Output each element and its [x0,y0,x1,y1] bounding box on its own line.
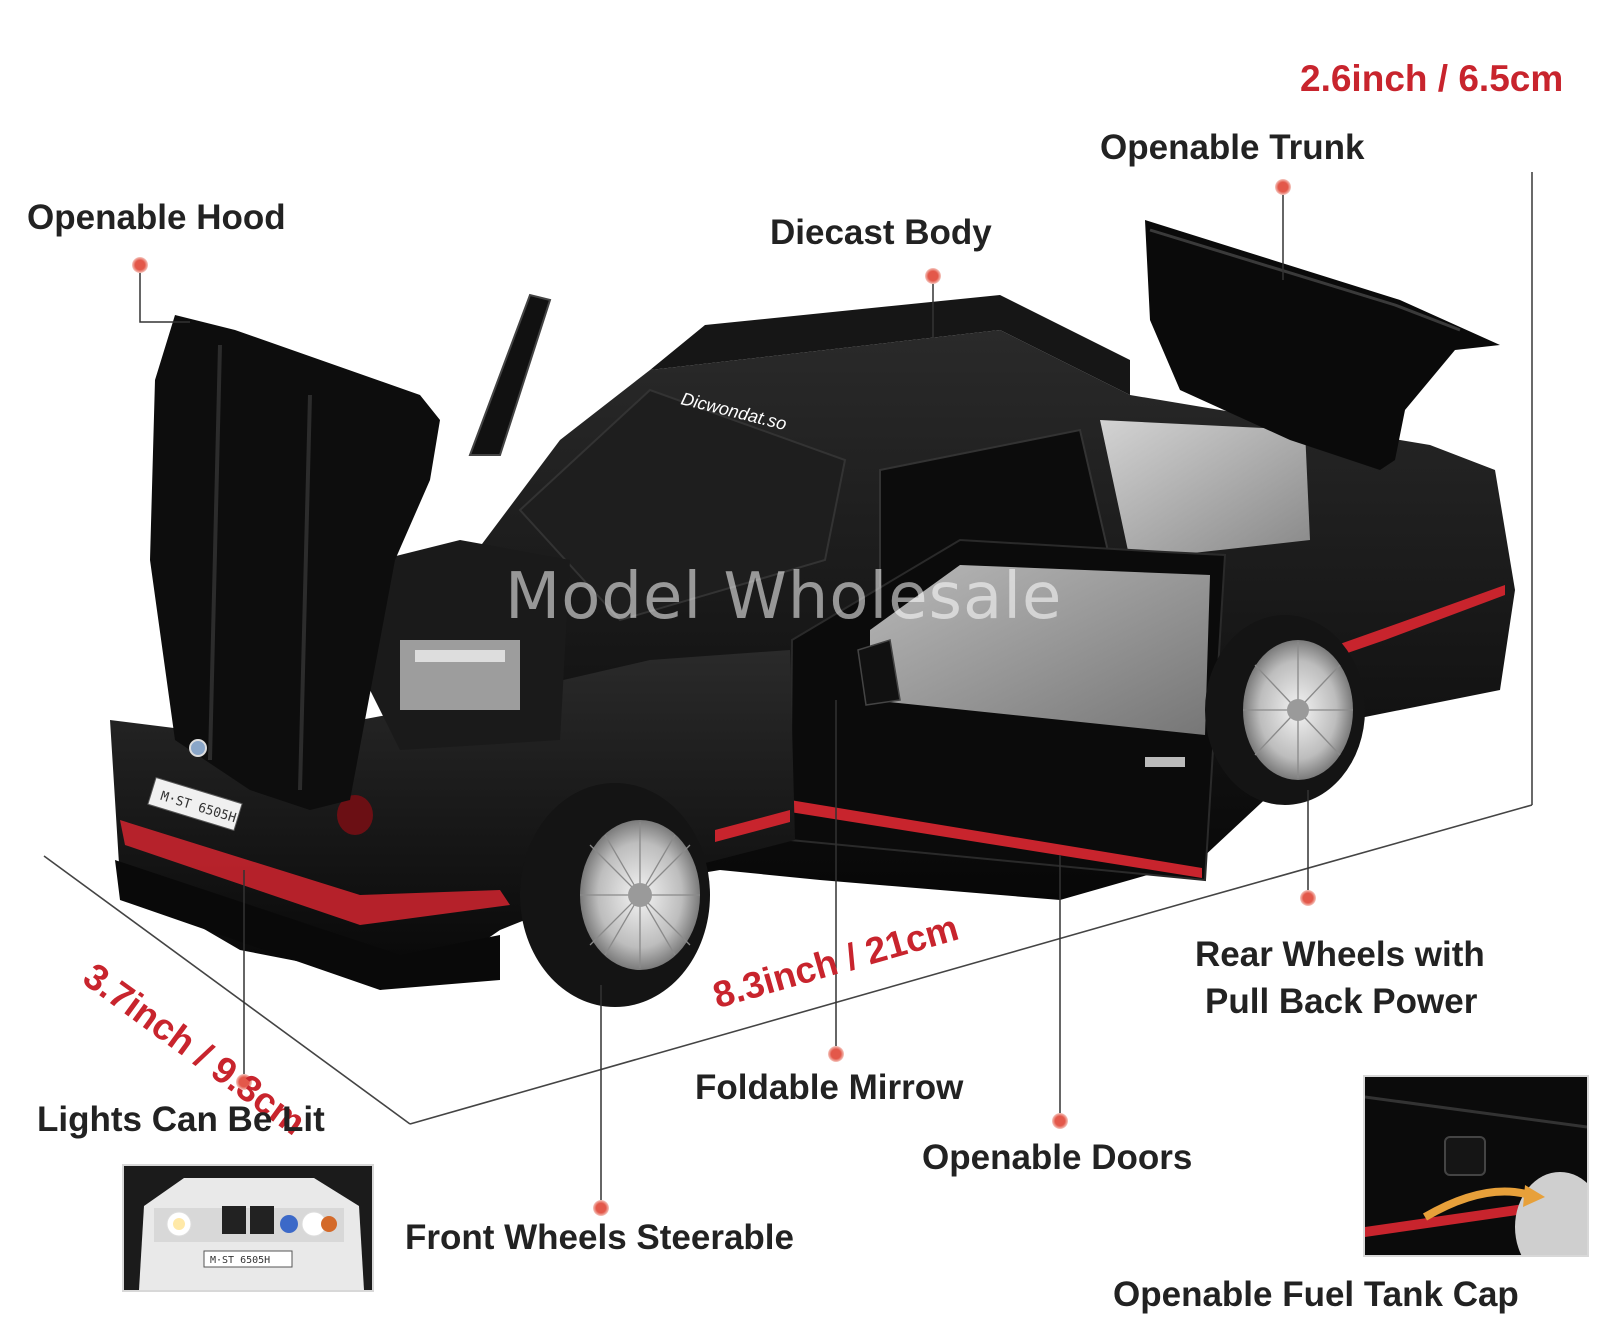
headlight [337,795,373,835]
label-diecast-body: Diecast Body [770,213,992,252]
inset-fuel-cap-image [1365,1077,1587,1255]
trunk-dot [1275,179,1291,195]
lights-dot [236,1074,252,1090]
door-handle [1145,757,1185,767]
rear-wheel-dot [1300,890,1316,906]
label-rear-wheels-line1: Rear Wheels with [1195,935,1485,974]
inset-plate-text: M·ST 6505H [210,1255,270,1266]
doors-dot [1052,1113,1068,1129]
callout-dots [132,179,1316,1216]
label-openable-doors: Openable Doors [922,1138,1193,1177]
mirror-dot [828,1046,844,1062]
inset-fuel-cap [1363,1075,1589,1257]
label-rear-wheels-line2: Pull Back Power [1205,982,1478,1021]
front-wheel [520,783,710,1007]
dimension-lines [43,172,1533,1125]
label-fuel-tank-cap: Openable Fuel Tank Cap [1113,1275,1519,1314]
inset-lights: M·ST 6505H [122,1164,374,1292]
label-lights: Lights Can Be Lit [37,1100,325,1139]
label-front-wheels: Front Wheels Steerable [405,1218,794,1257]
rear-wheel [1205,615,1365,805]
height-dimension: 2.6inch / 6.5cm [1300,58,1564,99]
front-wheel-dot [593,1200,609,1216]
mirror [857,639,901,706]
bmw-badge [189,739,207,757]
label-openable-hood: Openable Hood [27,198,286,237]
body-dot [925,268,941,284]
car-body: M·ST 6505H Dicwondat.so [110,220,1515,1007]
watermark: Model Wholesale [505,560,1063,634]
label-openable-trunk: Openable Trunk [1100,128,1365,167]
hood-dot [132,257,148,273]
leader-lines [139,187,1309,1208]
license-plate [147,776,243,832]
label-foldable-mirror: Foldable Mirrow [695,1068,964,1107]
inset-lights-image: M·ST 6505H [124,1166,372,1290]
